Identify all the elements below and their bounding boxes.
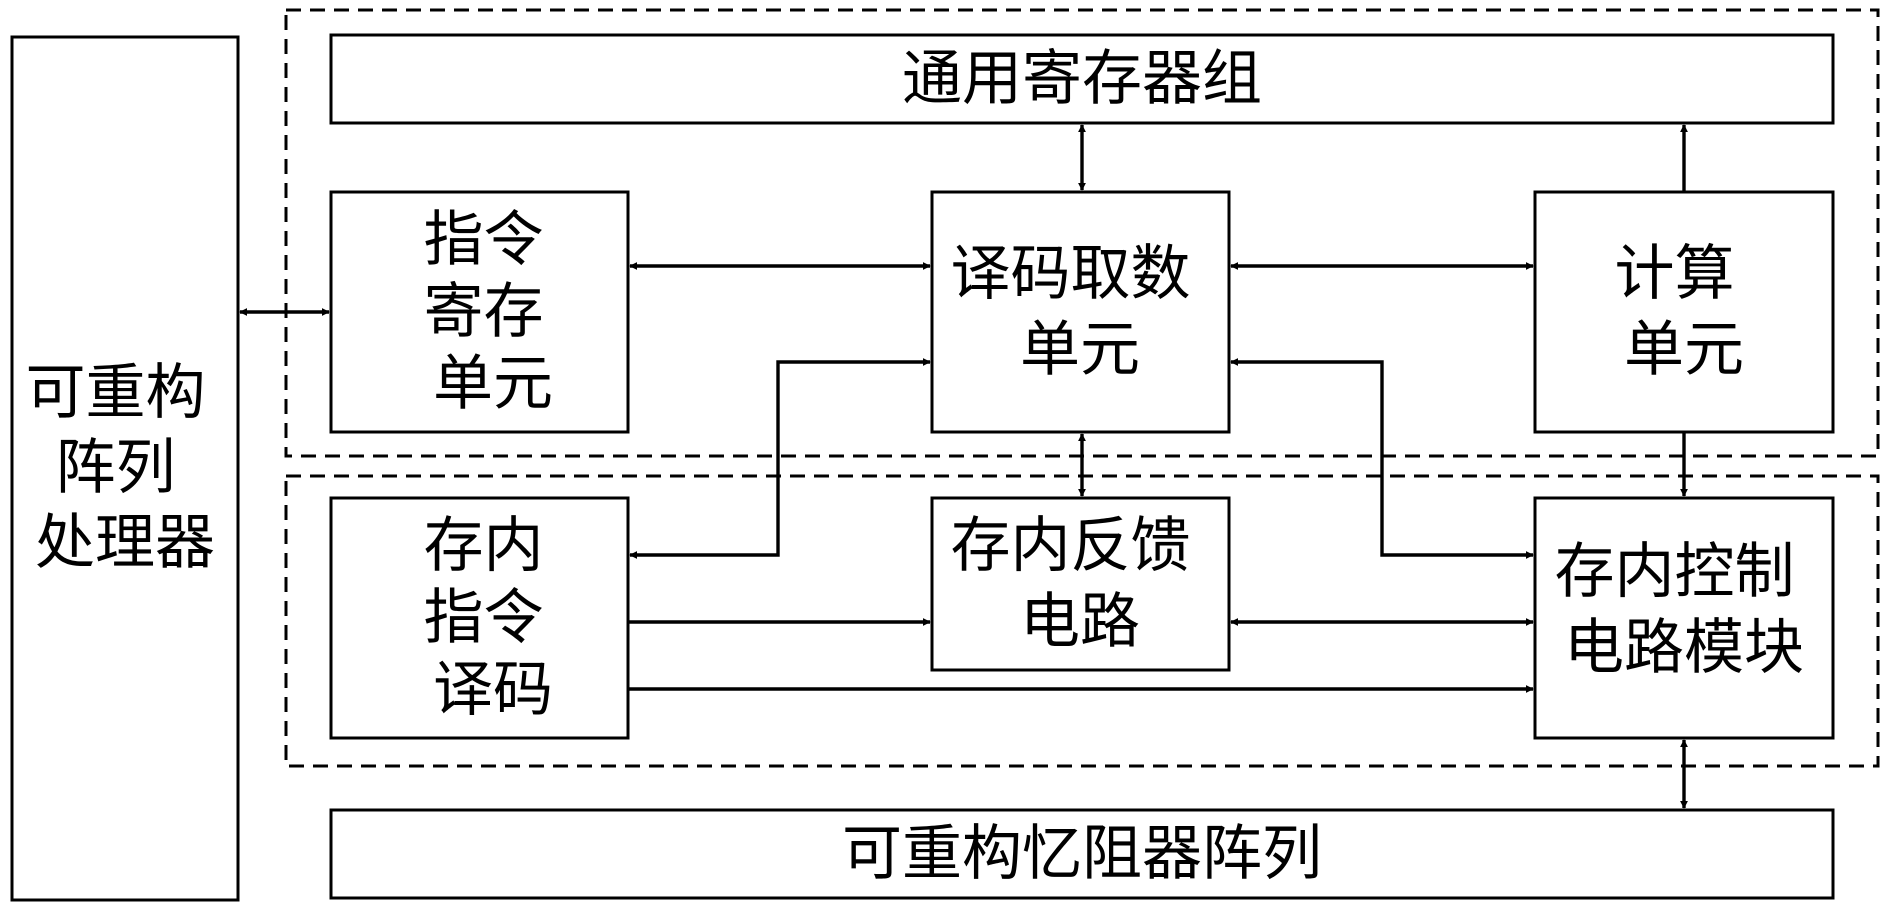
processor-block: 可重构 阵列 处理器: [10, 35, 240, 902]
pim-decode-label: 存内 指令 译码: [423, 511, 562, 725]
general-registers-label: 通用寄存器组: [902, 44, 1262, 114]
compute-block: 计算 单元: [1533, 190, 1835, 434]
decode-fetch-block: 译码取数 单元: [930, 190, 1231, 434]
arrow-pim-decode-decode-fetch: [629, 358, 931, 559]
pim-control-block: 存内控制 电路模块: [1533, 496, 1835, 740]
pim-feedback-label: 存内反馈 电路: [950, 511, 1209, 657]
processor-label: 可重构 阵列 处理器: [25, 358, 224, 578]
memristor-array-block: 可重构忆阻器阵列: [329, 808, 1835, 900]
pim-control-label: 存内控制 电路模块: [1554, 537, 1813, 683]
instruction-register-label: 指令 寄存 单元: [423, 205, 562, 419]
general-registers-block: 通用寄存器组: [329, 33, 1835, 125]
compute-label: 计算 单元: [1614, 239, 1753, 385]
pim-feedback-block: 存内反馈 电路: [930, 496, 1231, 672]
arrow-decode-fetch-pim-control: [1230, 358, 1534, 559]
memristor-array-label: 可重构忆阻器阵列: [842, 819, 1322, 889]
pim-decode-block: 存内 指令 译码: [329, 496, 630, 740]
decode-fetch-label: 译码取数 单元: [950, 239, 1209, 385]
instruction-register-block: 指令 寄存 单元: [329, 190, 630, 434]
